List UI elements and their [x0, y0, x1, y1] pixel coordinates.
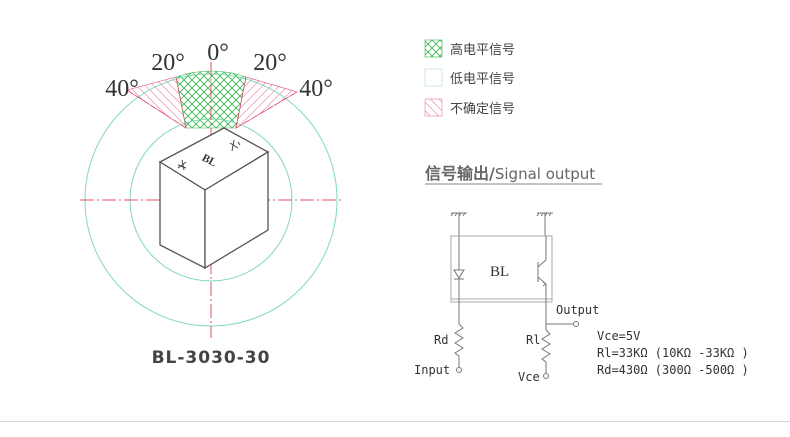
legend-item-uncertain: 不确定信号: [424, 98, 515, 117]
angle-label-left-40: 40°: [105, 76, 139, 102]
rl-label: Rl: [526, 333, 540, 347]
spec-rl: Rl=33KΩ (10KΩ -33KΩ ): [597, 346, 749, 360]
vce-label: Vce: [518, 370, 540, 384]
pink-sector-right: [235, 76, 298, 129]
ground-icon-right: [536, 212, 553, 236]
legend-item-low: 低电平信号: [424, 68, 515, 87]
chip-box: [450, 235, 553, 303]
spec-rd: Rd=430Ω (300Ω -500Ω ): [597, 363, 749, 377]
rl-resistor-icon: [541, 329, 551, 363]
angle-label-0: 0°: [207, 40, 229, 66]
ray-right-outer: [235, 91, 298, 129]
legend: 高电平信号 低电平信号 不确定信号: [424, 39, 515, 117]
circuit-schematic: [450, 212, 579, 379]
circuit-labels: BL Output Rd Rl Input Vce Vce=5V Rl=33KΩ…: [414, 264, 749, 384]
output-terminal: [573, 321, 579, 327]
angle-label-right-40: 40°: [299, 76, 333, 102]
device-side-face: [204, 150, 269, 270]
rd-label: Rd: [434, 333, 448, 347]
ray-left-outer: [126, 89, 187, 129]
legend-swatch-blank: [424, 68, 443, 87]
input-terminal: [456, 367, 462, 373]
angle-diagram: 0° 20° 20° 40° 40° BL BL-3030-30: [80, 40, 342, 368]
legend-label-high: 高电平信号: [450, 42, 515, 58]
phototransistor-icon: [537, 236, 547, 312]
chip-label: BL: [490, 264, 509, 280]
vce-terminal: [543, 373, 549, 379]
device-block: BL: [158, 127, 270, 270]
input-label: Input: [414, 363, 450, 377]
legend-swatch-pink: [424, 98, 443, 117]
legend-item-high: 高电平信号: [424, 39, 515, 58]
ground-icon-left: [450, 212, 467, 236]
device-receiver-symbol: [229, 139, 241, 152]
device-emitter-symbol: [177, 159, 187, 171]
angle-label-right-20: 20°: [253, 50, 287, 76]
output-label: Output: [556, 303, 599, 317]
legend-swatch-green: [424, 39, 443, 58]
part-number: BL-3030-30: [152, 348, 271, 368]
title-en: Signal output: [495, 165, 595, 183]
rd-resistor-icon: [454, 323, 464, 357]
signal-output-title: 信号输出/Signal output: [425, 164, 602, 185]
angle-label-left-20: 20°: [151, 50, 185, 76]
led-icon: [453, 236, 465, 312]
spec-vce: Vce=5V: [597, 329, 640, 343]
legend-label-uncertain: 不确定信号: [450, 102, 515, 117]
bottom-divider: [0, 421, 790, 422]
title-cn: 信号输出/Signal output: [425, 164, 595, 183]
legend-label-low: 低电平信号: [450, 72, 515, 87]
